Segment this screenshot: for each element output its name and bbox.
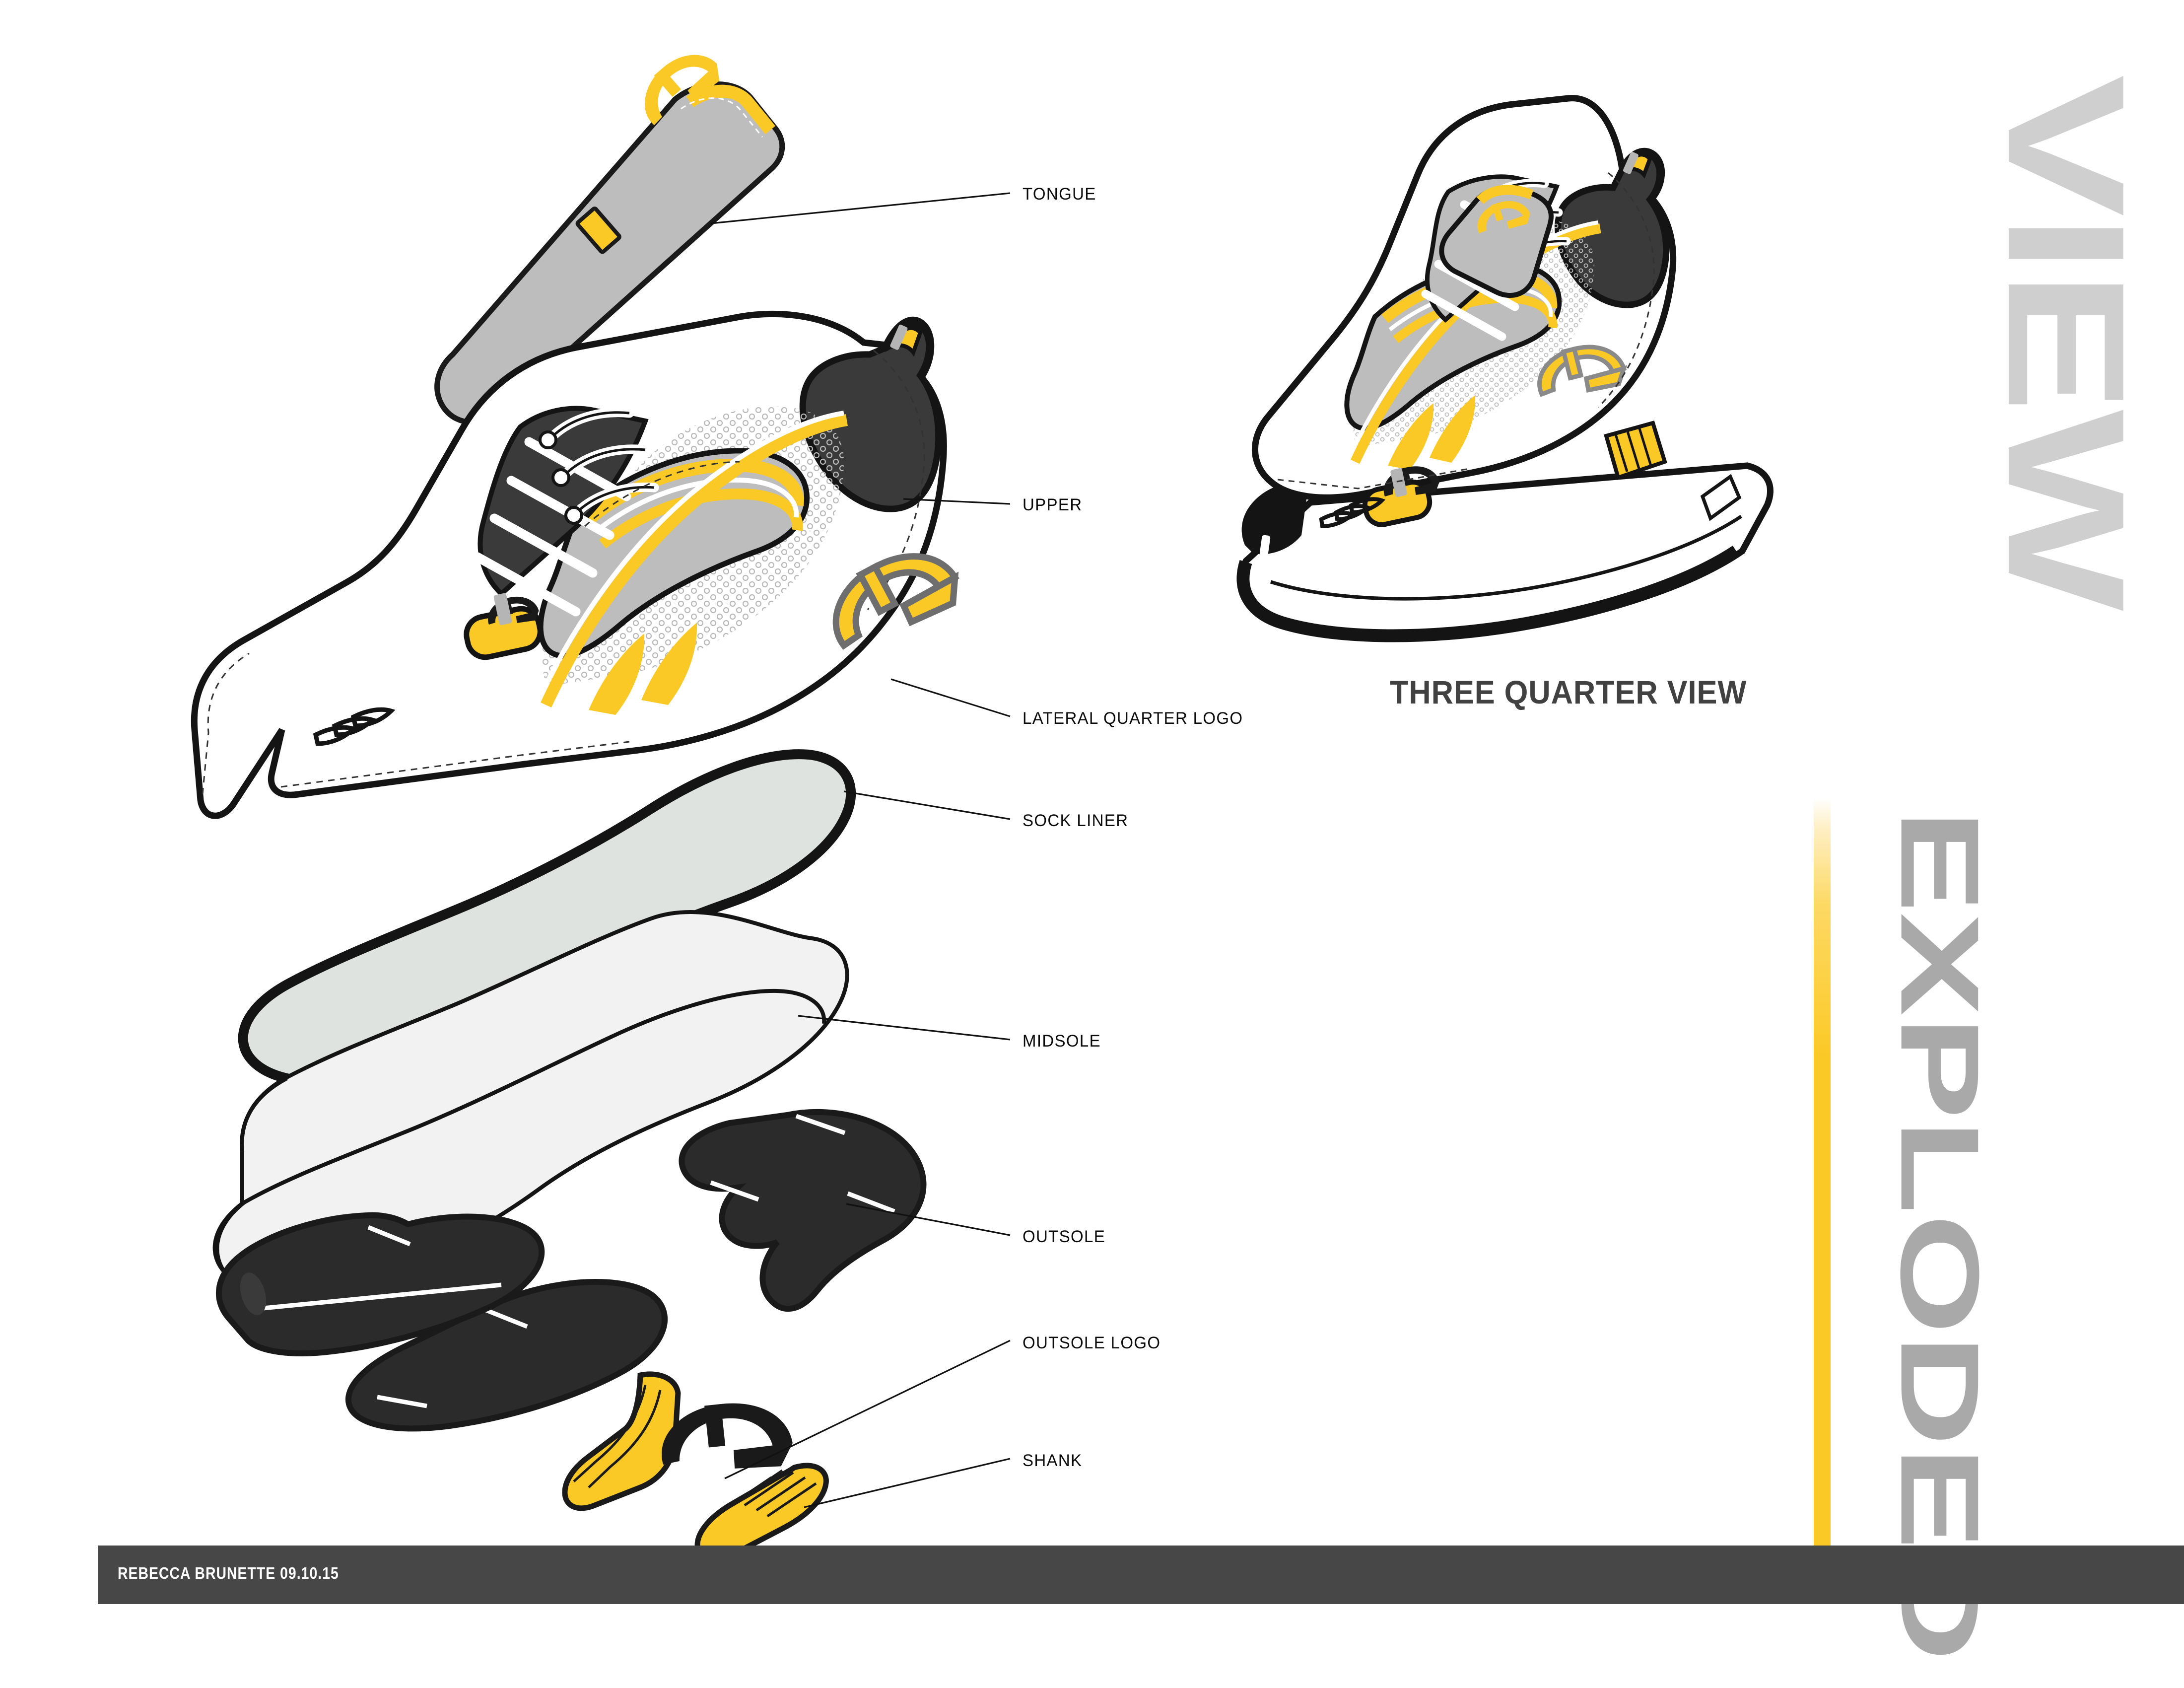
three-quarter-view-shoe bbox=[1236, 95, 1774, 642]
part-outsole-mid bbox=[215, 1212, 545, 1356]
leader-lateral-quarter-logo bbox=[890, 678, 1011, 717]
callout-label-upper: UPPER bbox=[1023, 495, 1083, 514]
vertical-title-exploded: EXPLODED bbox=[1877, 809, 2002, 1662]
part-outsole-forefoot bbox=[345, 1279, 668, 1432]
leader-upper bbox=[903, 498, 1011, 505]
part-lateral-quarter-logo bbox=[832, 553, 959, 650]
callout-label-lateral-quarter-logo: LATERAL QUARTER LOGO bbox=[1023, 709, 1243, 728]
part-outsole-heel bbox=[679, 1109, 927, 1312]
midfoot-logo bbox=[464, 593, 543, 660]
callout-label-outsole-logo: OUTSOLE LOGO bbox=[1023, 1334, 1161, 1352]
leader-outsole-logo bbox=[724, 1339, 1011, 1479]
part-upper bbox=[191, 310, 947, 819]
callout-label-midsole: MIDSOLE bbox=[1023, 1032, 1101, 1051]
right-accent-bar bbox=[1814, 798, 1831, 1555]
vertical-title-view: VIEW bbox=[1973, 74, 2159, 608]
footer-bar bbox=[98, 1546, 2184, 1604]
callout-label-outsole: OUTSOLE bbox=[1023, 1227, 1106, 1246]
leader-midsole bbox=[798, 1015, 1011, 1041]
callout-leader-lines bbox=[710, 192, 1011, 1508]
callout-label-shank: SHANK bbox=[1023, 1451, 1083, 1470]
part-shank-wedge bbox=[562, 1371, 681, 1511]
leader-shank bbox=[804, 1458, 1011, 1508]
footer-credit: REBECCA BRUNETTE 09.10.15 bbox=[118, 1564, 339, 1582]
leader-sock-liner bbox=[843, 790, 1011, 820]
leader-tongue bbox=[710, 192, 1011, 224]
callout-label-tongue: TONGUE bbox=[1023, 185, 1096, 204]
three-quarter-view-caption: THREE QUARTER VIEW bbox=[1390, 674, 1747, 710]
part-tongue bbox=[434, 55, 785, 425]
leader-outsole bbox=[846, 1203, 1011, 1236]
callout-label-sock-liner: SOCK LINER bbox=[1023, 811, 1129, 830]
part-outsole-logo bbox=[662, 1403, 793, 1469]
